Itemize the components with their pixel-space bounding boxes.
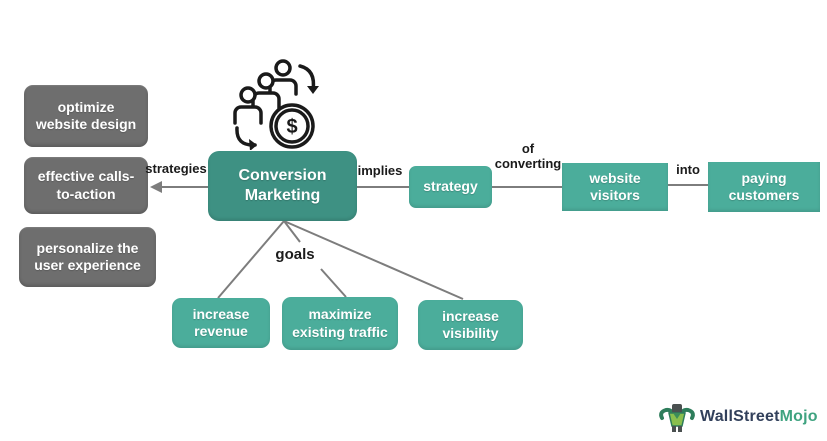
- edge-label-goals: goals: [275, 246, 315, 263]
- node-label-line: website: [589, 169, 641, 186]
- dollar-sign: $: [286, 116, 297, 138]
- edge-label-into: into: [676, 162, 700, 177]
- edge-label-of-converting: of converting: [488, 141, 568, 172]
- arrowhead-left: [150, 181, 162, 193]
- node-label-line: Marketing: [244, 187, 321, 204]
- node-label-line: Conversion: [238, 167, 327, 184]
- logo-wordmark-wallstreet: WallStreet: [700, 408, 780, 425]
- cycle-arrowhead-top: [307, 86, 319, 94]
- node-label-line: increase: [192, 305, 250, 322]
- node-effective-calls-to-action: effective calls- to-action: [24, 157, 148, 214]
- edge-label-line: of: [521, 141, 535, 156]
- node-label-line: user experience: [34, 257, 141, 273]
- node-label-line: visibility: [442, 325, 499, 341]
- node-personalize-user-experience: personalize the user experience: [19, 227, 156, 287]
- node-website-visitors: website visitors: [562, 163, 668, 211]
- logo-wordmark-mojo: Mojo: [779, 408, 818, 425]
- node-label-line: paying: [741, 169, 787, 186]
- bull-mascot-icon: [659, 404, 695, 432]
- node-label-line: strategy: [423, 178, 478, 195]
- node-label-line: customers: [728, 187, 800, 203]
- node-label-line: visitors: [590, 187, 640, 203]
- logo-wordmark: WallStreetMojo: [700, 408, 818, 426]
- node-label-line: existing traffic: [292, 323, 388, 340]
- node-label-line: increase: [442, 307, 499, 324]
- node-conversion-marketing: Conversion Marketing: [208, 151, 357, 221]
- node-increase-visibility: increase visibility: [418, 300, 523, 350]
- people-to-dollar-cycle-icon: $: [233, 59, 319, 150]
- node-label-line: personalize the: [36, 239, 139, 256]
- node-label-line: website design: [35, 116, 137, 132]
- node-label-line: maximize: [308, 306, 372, 322]
- edge-label-implies: implies: [357, 163, 403, 178]
- node-increase-revenue: increase revenue: [172, 298, 270, 348]
- node-maximize-existing-traffic: maximize existing traffic: [282, 297, 398, 350]
- node-label-line: optimize: [57, 98, 115, 115]
- cycle-arrowhead-bottom: [249, 139, 257, 150]
- node-strategy: strategy: [409, 166, 492, 208]
- node-label-line: to-action: [56, 185, 116, 202]
- edge-label-strategies: strategies: [145, 161, 207, 176]
- wallstreetmojo-logo: WallStreetMojo: [658, 400, 818, 434]
- node-label-line: effective calls-: [37, 168, 135, 184]
- edge-label-line: converting: [494, 155, 562, 171]
- node-optimize-website-design: optimize website design: [24, 85, 148, 147]
- node-paying-customers: paying customers: [708, 162, 820, 212]
- node-label-line: revenue: [194, 323, 248, 339]
